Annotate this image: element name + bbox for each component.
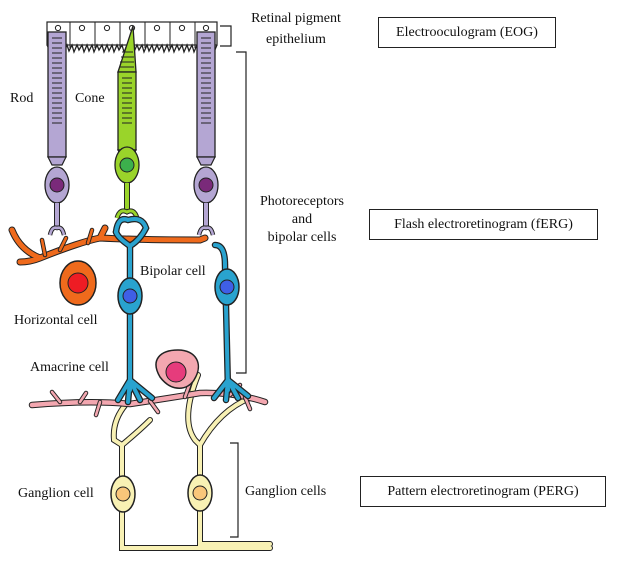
photoreceptors-label-line3: bipolar cells (267, 230, 337, 245)
horizontal-cell-label: Horizontal cell (14, 313, 98, 328)
bipolar-cell-right-nucleus (219, 279, 235, 295)
ganglion-cell-right-nucleus (192, 485, 208, 501)
ferg-box: Flash electroretinogram (fERG) (369, 209, 598, 240)
eog-box: Electrooculogram (EOG) (378, 17, 556, 48)
amacrine-cell-label: Amacrine cell (30, 360, 109, 375)
bipolar-cell-left-nucleus (122, 288, 138, 304)
amacrine-cell-nucleus (165, 361, 187, 383)
ganglion-cells-label: Ganglion cells (245, 484, 327, 499)
rod-left (44, 31, 70, 236)
rpe-label-line2: epithelium (266, 32, 326, 47)
horizontal-cell (8, 224, 209, 306)
bipolar-cells (112, 215, 252, 406)
rod-label: Rod (10, 91, 34, 106)
photoreceptors-label-line1: Photoreceptors (260, 194, 344, 209)
ganglion-cell-left-nucleus (115, 486, 131, 502)
brackets (220, 25, 247, 538)
photoreceptors-label-line2: and (291, 212, 313, 227)
cone-label: Cone (75, 91, 105, 106)
rod-right (193, 31, 219, 236)
horizontal-cell-nucleus (67, 272, 89, 294)
ganglion-cell-label: Ganglion cell (18, 486, 94, 501)
bipolar-cell-label: Bipolar cell (140, 264, 206, 279)
rpe-label-line1: Retinal pigment (251, 11, 341, 26)
perg-box: Pattern electroretinogram (PERG) (360, 476, 606, 507)
cone-photoreceptor (114, 25, 140, 219)
